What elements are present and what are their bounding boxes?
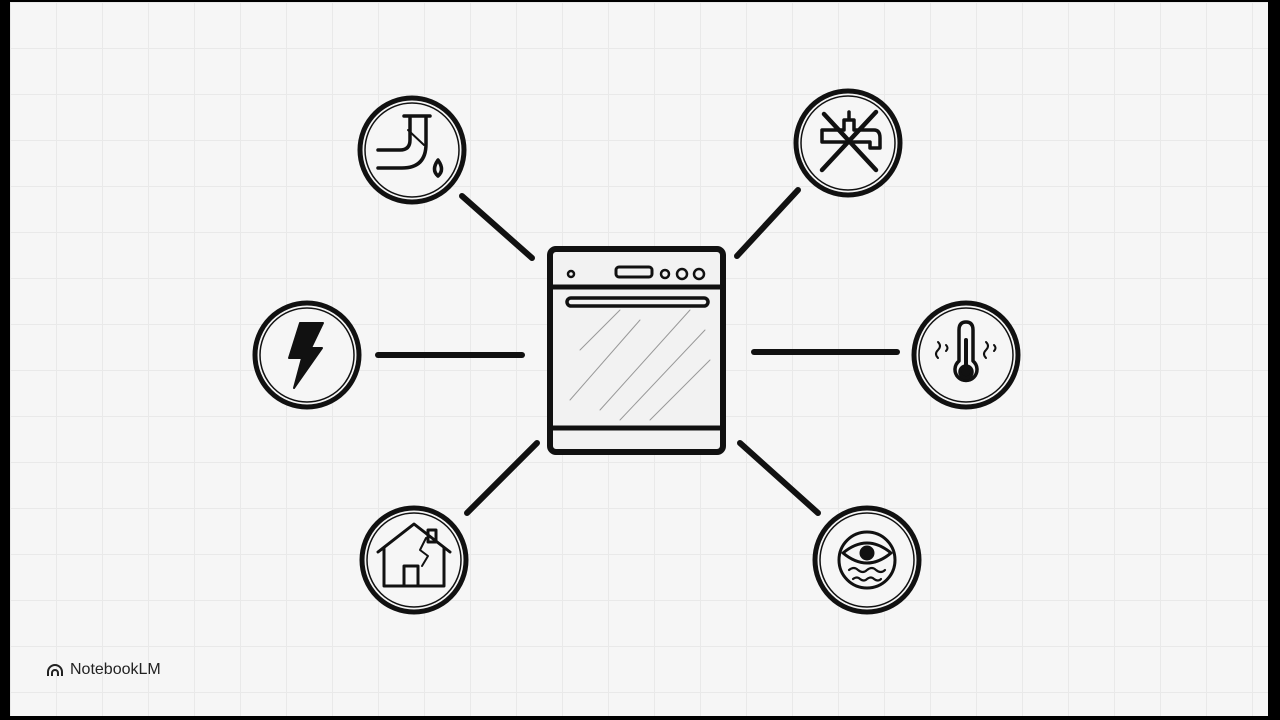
cracked-house-icon (376, 522, 452, 588)
brand-watermark: NotebookLM (46, 661, 161, 679)
connector-eye (737, 440, 821, 516)
lightning-bolt-icon (288, 322, 324, 389)
leaking-pipe-icon (376, 114, 444, 178)
node-pipe (357, 95, 467, 205)
connector-faucet (734, 187, 801, 259)
eye-water-inspection-icon (837, 530, 897, 590)
connector-pipe (459, 193, 535, 261)
connector-house (464, 440, 540, 516)
brand-label: NotebookLM (70, 661, 161, 678)
dishwasher-icon (547, 246, 726, 455)
connectors (375, 187, 900, 516)
no-water-faucet-icon (819, 109, 882, 173)
notebooklm-logo-icon (47, 664, 63, 676)
thermometer-heat-icon (935, 320, 997, 383)
